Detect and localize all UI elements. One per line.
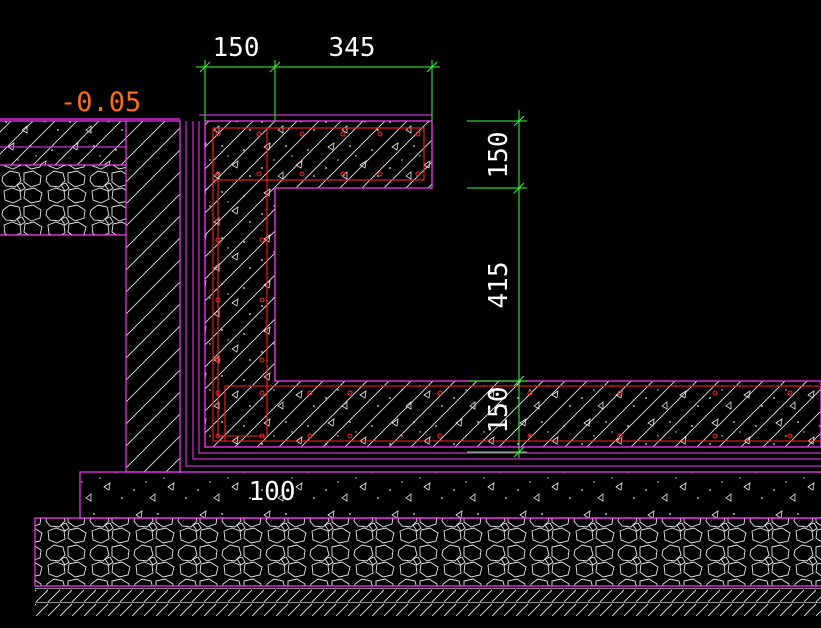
left-floor-slab (0, 120, 126, 166)
dimension-label-right-150-top: 150 (484, 132, 514, 179)
dimension-label-right-150-bottom: 150 (484, 387, 514, 434)
dimension-label-top-150: 150 (213, 33, 260, 63)
masonry-wall (125, 120, 181, 473)
dimension-lines (196, 60, 527, 458)
rebar-cage (212, 127, 821, 442)
left-gravel-bed (0, 165, 126, 236)
dimension-label-bottom-100: 100 (249, 477, 296, 507)
bottom-gravel-bed (34, 517, 821, 587)
waterproof-layers (185, 121, 821, 467)
rebar-dots (215, 131, 793, 439)
earth-fill (35, 588, 821, 616)
elevation-marker: -0.05 (0, 87, 180, 120)
dimension-label-top-345: 345 (329, 33, 376, 63)
concrete-cushion-layer (79, 471, 821, 519)
elevation-label: -0.05 (60, 87, 141, 118)
dimension-label-right-415: 415 (484, 262, 514, 309)
